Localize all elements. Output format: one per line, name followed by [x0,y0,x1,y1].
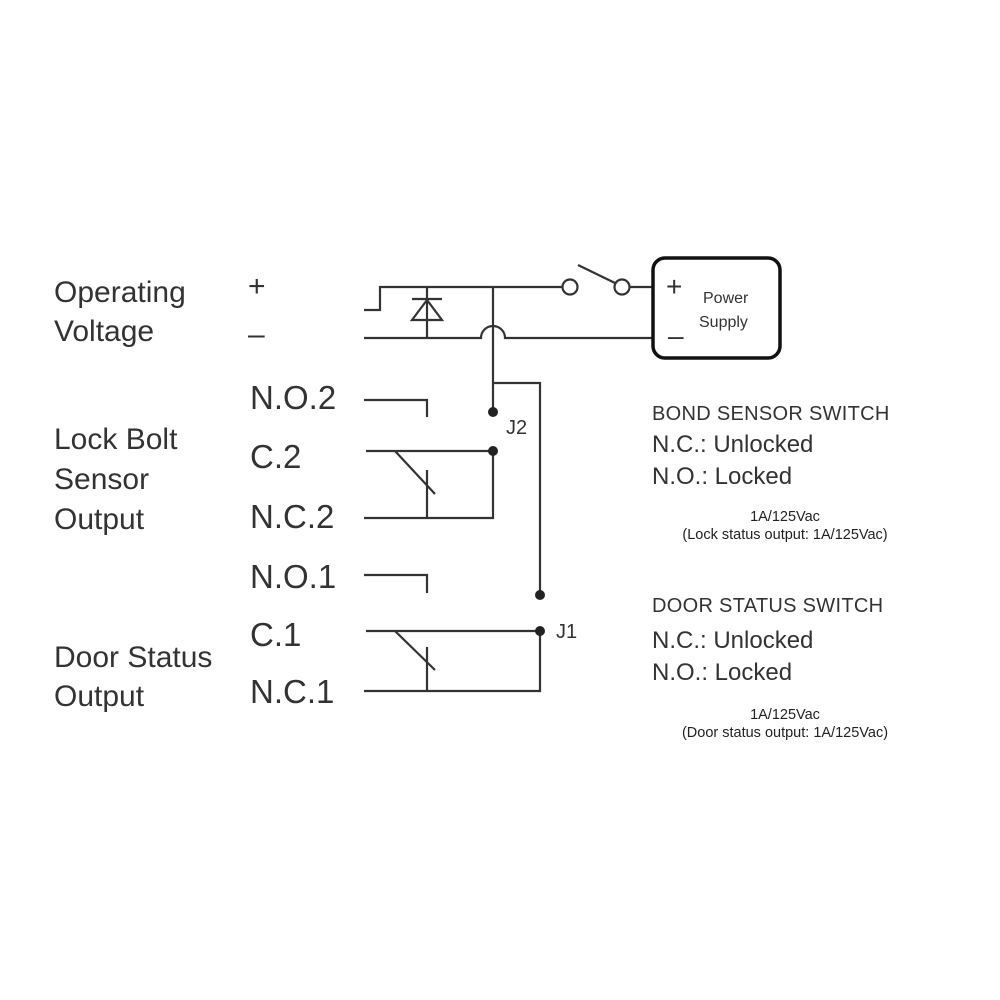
bond-sensor-rating: 1A/125Vac [750,509,820,525]
door-status-no: N.O.: Locked [652,659,793,686]
power-supply-label: Power [703,290,749,307]
door-status-note: (Door status output: 1A/125Vac) [681,725,889,741]
nc2-wire [364,451,495,520]
power-supply-label: Supply [699,314,748,331]
jumper-j1-label: J1 [556,621,578,643]
terminal-c1: C.1 [250,616,302,653]
plus-label: + [248,270,266,303]
j2-pin [488,446,498,456]
lock-bolt-label: Output [54,503,145,536]
terminal-no1: N.O.1 [250,558,337,595]
terminal-no2: N.O.2 [250,379,337,416]
operating-voltage-label: Voltage [54,315,155,348]
door-status-rating: 1A/125Vac [750,707,820,723]
ps-plus-label: + [666,271,683,302]
j1-bus-wire [493,381,542,594]
power-switch-lever [577,264,616,284]
switch-contact [561,278,579,296]
terminal-c2: C.2 [250,438,302,475]
j1-pin [535,626,545,636]
nc1-wire [364,631,542,693]
bond-sensor-no: N.O.: Locked [652,463,793,490]
no2-wire [364,398,429,417]
minus-label: – [248,318,265,351]
bond-sensor-note: (Lock status output: 1A/125Vac) [682,527,888,543]
lock-bolt-label: Lock Bolt [54,423,178,456]
minus-rail-wire [364,324,653,340]
jumper-j2-label: J2 [506,417,528,439]
j2-pin [488,407,498,417]
switch-contact [613,278,631,296]
plus-rail-wire [364,285,562,312]
bond-sensor-title: BOND SENSOR SWITCH [652,403,890,425]
door-status-title: DOOR STATUS SWITCH [652,595,884,617]
door-status-label: Door Status [54,641,213,674]
diode-icon [409,287,445,338]
j1-pin [535,590,545,600]
no1-wire [364,573,429,593]
door-status-nc: N.C.: Unlocked [652,627,814,654]
power-supply-box [651,256,782,360]
bond-sensor-nc: N.C.: Unlocked [652,431,814,458]
door-status-label: Output [54,680,145,713]
operating-voltage-label: Operating [54,276,186,309]
terminal-nc2: N.C.2 [250,498,335,535]
relay2-contact [394,450,436,495]
terminal-nc1: N.C.1 [250,673,335,710]
relay1-contact [394,630,436,671]
lock-bolt-label: Sensor [54,463,150,496]
ps-minus-label: – [668,320,684,351]
